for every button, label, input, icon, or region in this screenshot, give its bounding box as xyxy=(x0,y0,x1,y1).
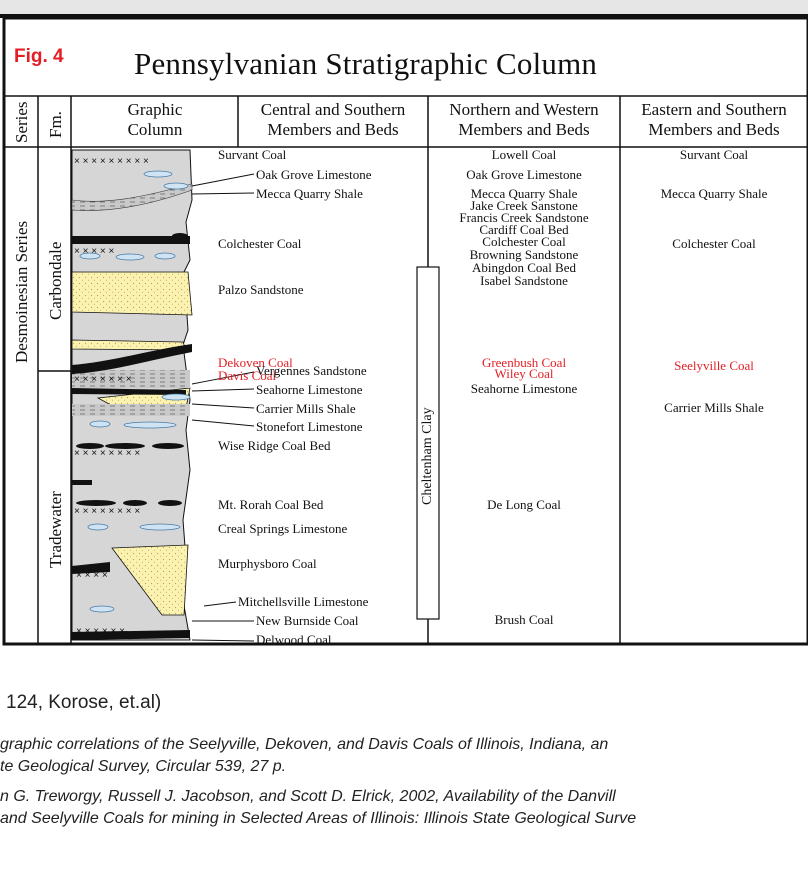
northern-unit: Oak Grove Limestone xyxy=(466,167,582,182)
northern-unit: Wiley Coal xyxy=(494,366,554,381)
central-unit: Vergennes Sandstone xyxy=(256,363,367,378)
series-label: Desmoinesian Series xyxy=(12,220,31,363)
leader-lines xyxy=(191,173,255,642)
central-unit: Seahorne Limestone xyxy=(256,382,363,397)
svg-text:× × × × × ×: × × × × × × xyxy=(76,626,125,637)
northern-unit: Francis Creek Sandstone xyxy=(459,210,589,225)
header-graphic-line1: Graphic xyxy=(127,100,183,119)
figure-caption: 124, Korose, et.al) xyxy=(6,692,162,713)
central-unit: Mt. Rorah Coal Bed xyxy=(218,497,324,512)
northern-unit: Abingdon Coal Bed xyxy=(472,260,576,275)
header-northern-line2: Members and Beds xyxy=(458,120,590,139)
header-central: Central and Southern Members and Beds xyxy=(238,100,428,140)
header-graphic: Graphic Column xyxy=(72,100,238,140)
central-unit: Carrier Mills Shale xyxy=(256,401,356,416)
reference-line: te Geological Survey, Circular 539, 27 p… xyxy=(0,758,287,775)
cheltenham-clay-label: Cheltenham Clay xyxy=(420,407,435,505)
header-central-line1: Central and Southern xyxy=(260,100,406,119)
svg-text:× × × × ×: × × × × × xyxy=(74,246,114,257)
header-eastern: Eastern and Southern Members and Beds xyxy=(620,100,808,140)
northern-unit: Seahorne Limestone xyxy=(470,381,578,396)
central-unit: Survant Coal xyxy=(218,147,287,162)
reference-line: n G. Treworgy, Russell J. Jacobson, and … xyxy=(0,788,616,805)
header-northern: Northern and Western Members and Beds xyxy=(428,100,620,140)
northern-unit: Browning Sandstone xyxy=(469,247,579,262)
header-graphic-line2: Column xyxy=(127,120,183,139)
northern-unit: Cardiff Coal Bed xyxy=(479,222,569,237)
central-unit: Palzo Sandstone xyxy=(218,282,304,297)
header-central-line2: Members and Beds xyxy=(267,120,399,139)
figure-title: Pennsylvanian Stratigraphic Column xyxy=(134,46,598,81)
eastern-unit: Survant Coal xyxy=(679,147,749,162)
graphic-column: × × × × × × × × × × × × × × × × × × × × … xyxy=(71,149,193,641)
central-unit: Oak Grove Limestone xyxy=(256,167,372,182)
header-eastern-line1: Eastern and Southern xyxy=(641,100,787,119)
svg-text:× × × × × × × ×: × × × × × × × × xyxy=(74,506,140,517)
header-formation: Fm. xyxy=(46,111,65,138)
central-unit: Delwood Coal xyxy=(256,632,332,647)
central-unit: Stonefort Limestone xyxy=(256,419,363,434)
northern-unit: Isabel Sandstone xyxy=(480,273,568,288)
central-unit: Murphysboro Coal xyxy=(218,556,317,571)
figure-label: Fig. 4 xyxy=(14,46,64,67)
central-unit: Wise Ridge Coal Bed xyxy=(218,438,331,453)
central-unit: Colchester Coal xyxy=(218,236,302,251)
formation-lower-label: Tradewater xyxy=(46,491,65,568)
top-toolbar-strip xyxy=(0,0,808,14)
formation-upper-label: Carbondale xyxy=(46,241,65,320)
reference-line: and Seelyville Coals for mining in Selec… xyxy=(0,810,637,827)
northern-unit: Brush Coal xyxy=(494,612,554,627)
central-unit: New Burnside Coal xyxy=(256,613,359,628)
northern-unit: De Long Coal xyxy=(487,497,561,512)
cheltenham-clay-box xyxy=(416,266,440,620)
central-unit: Davis Coal xyxy=(218,368,277,383)
svg-text:× × × × × × × ×: × × × × × × × × xyxy=(74,448,140,459)
central-unit: Mecca Quarry Shale xyxy=(256,186,363,201)
northern-unit: Greenbush Coal xyxy=(481,355,567,370)
northern-unit: Mecca Quarry Shale xyxy=(470,186,578,201)
northern-unit: Lowell Coal xyxy=(491,147,557,162)
eastern-unit: Seelyville Coal xyxy=(674,358,754,373)
northern-unit: Jake Creek Sanstone xyxy=(470,198,578,213)
svg-text:× × × × × × × × ×: × × × × × × × × × xyxy=(74,156,149,167)
svg-text:× × × × × × ×: × × × × × × × xyxy=(74,374,132,385)
header-series: Series xyxy=(12,101,31,143)
eastern-unit: Carrier Mills Shale xyxy=(664,400,764,415)
svg-text:× × × ×: × × × × xyxy=(76,570,108,581)
reference-line: graphic correlations of the Seelyville, … xyxy=(0,736,609,753)
central-unit: Dekoven Coal xyxy=(218,355,293,370)
top-border xyxy=(0,14,808,18)
central-unit: Creal Springs Limestone xyxy=(218,521,348,536)
header-eastern-line2: Members and Beds xyxy=(648,120,780,139)
central-unit: Mitchellsville Limestone xyxy=(238,594,369,609)
header-northern-line1: Northern and Western xyxy=(449,100,599,119)
table-frame xyxy=(2,16,808,646)
northern-unit: Colchester Coal xyxy=(482,234,566,249)
eastern-unit: Colchester Coal xyxy=(672,236,756,251)
eastern-unit: Mecca Quarry Shale xyxy=(660,186,768,201)
